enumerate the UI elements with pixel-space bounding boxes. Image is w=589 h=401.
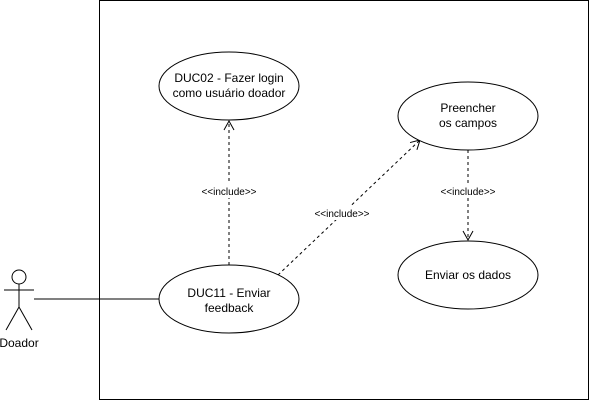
use-case-label: DUC02 - Fazer login bbox=[174, 71, 283, 85]
actor-head bbox=[11, 269, 27, 285]
use-case-label: Enviar os dados bbox=[425, 268, 511, 282]
use-case-label: Preencher bbox=[440, 101, 495, 115]
actor-doador[interactable]: Doador bbox=[0, 269, 39, 350]
include-label-bg bbox=[435, 184, 501, 198]
use-case-duc11[interactable]: DUC11 - Enviar feedback bbox=[158, 264, 300, 334]
use-case-duc02[interactable]: DUC02 - Fazer login como usuário doador bbox=[158, 51, 300, 121]
include-label-enviar: <<include>> bbox=[440, 187, 495, 198]
include-label-duc02: <<include>> bbox=[201, 187, 256, 198]
use-case-preencher[interactable]: Preencher os campos bbox=[397, 81, 539, 151]
use-case-label: DUC11 - Enviar bbox=[187, 286, 270, 300]
use-case-label: os campos bbox=[439, 116, 497, 130]
use-case-label: como usuário doador bbox=[173, 86, 286, 100]
include-label-bg bbox=[309, 206, 375, 220]
use-case-ellipse bbox=[158, 264, 300, 334]
use-case-enviar[interactable]: Enviar os dados bbox=[397, 240, 539, 310]
use-case-ellipse bbox=[158, 51, 300, 121]
actor-leg-left bbox=[5, 306, 20, 331]
actor-leg-right bbox=[18, 306, 33, 331]
include-label-preencher: <<include>> bbox=[314, 209, 369, 220]
use-case-label: feedback bbox=[205, 301, 255, 315]
actor-label: Doador bbox=[0, 336, 39, 350]
include-label-bg bbox=[196, 184, 262, 198]
use-case-ellipse bbox=[397, 81, 539, 151]
use-case-ellipse bbox=[397, 240, 539, 310]
system-boundary bbox=[99, 0, 589, 400]
